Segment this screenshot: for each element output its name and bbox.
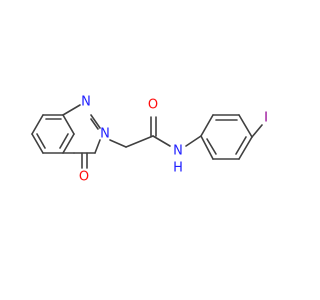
bond xyxy=(206,138,217,155)
atom-labels: N N O O N H I xyxy=(79,95,268,185)
atom-label-iodine: I xyxy=(264,111,268,126)
bond xyxy=(125,135,154,148)
bond xyxy=(251,124,263,138)
bond xyxy=(62,133,75,154)
bond xyxy=(94,139,101,154)
molecule-svg: N N O O N H I xyxy=(31,95,268,185)
bond xyxy=(235,136,247,155)
atom-label-h-amide: H xyxy=(173,161,183,176)
bond xyxy=(31,133,44,154)
bond xyxy=(238,136,253,160)
bond xyxy=(109,139,127,148)
bond xyxy=(59,133,69,149)
atom-label-n-amide: N xyxy=(173,144,183,159)
bond xyxy=(62,104,81,116)
atom-label-o4: O xyxy=(79,170,89,185)
bond xyxy=(90,118,99,130)
bond xyxy=(238,114,253,138)
bond xyxy=(200,135,214,160)
molecule-structure-diagram: N N O O N H I xyxy=(31,95,268,185)
bond xyxy=(90,114,101,129)
bond xyxy=(36,133,46,149)
bonds xyxy=(31,104,263,169)
bond xyxy=(31,114,44,135)
atom-label-o-amide: O xyxy=(148,98,158,113)
bond xyxy=(152,135,171,147)
atom-label-n3: N xyxy=(100,127,110,142)
bond xyxy=(200,114,214,137)
bond xyxy=(62,114,75,135)
atom-label-n1: N xyxy=(81,95,91,110)
bond xyxy=(185,135,202,147)
